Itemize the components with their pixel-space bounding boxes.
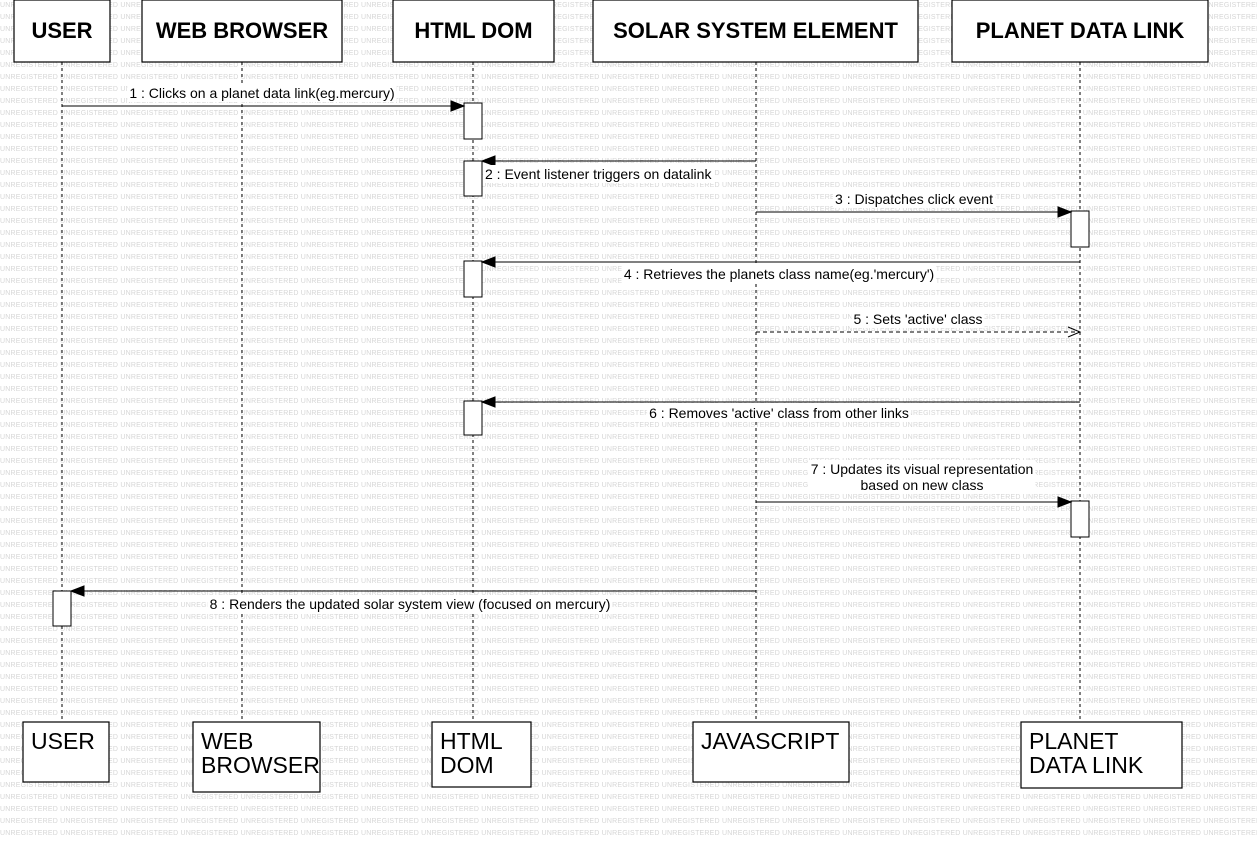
participant-footer-label: USER (31, 728, 95, 754)
message-label-line: based on new class (861, 477, 984, 493)
activation-bar-dom (463, 400, 483, 436)
message-6[interactable]: 6 : Removes 'active' class from other li… (480, 396, 1080, 422)
message-1[interactable]: 1 : Clicks on a planet data link(eg.merc… (62, 84, 466, 112)
arrowhead-filled (480, 256, 496, 268)
message-label-background (621, 265, 937, 283)
message-5[interactable]: 5 : Sets 'active' class (756, 310, 1082, 338)
message-label-line: 6 : Removes 'active' class from other li… (649, 405, 909, 421)
message-label-line: 5 : Sets 'active' class (853, 311, 982, 327)
message-label-line: 8 : Renders the updated solar system vie… (210, 596, 611, 612)
arrowhead-filled (1057, 496, 1073, 508)
messages: 1 : Clicks on a planet data link(eg.merc… (62, 84, 1082, 613)
participant-footer-user[interactable]: USER (22, 721, 110, 783)
message-label: 3 : Dispatches click event (833, 190, 996, 208)
participant-footer-label: HTML (440, 728, 503, 754)
activation-bar-link (1070, 500, 1090, 538)
participant-header-js[interactable]: SOLAR SYSTEM ELEMENT (592, 0, 919, 63)
message-2[interactable]: 2 : Event listener triggers on datalink (480, 155, 756, 183)
participant-headers: USER WEB BROWSER HTML DOM SOLAR SYSTEM ELEM… (13, 0, 1209, 63)
activation-bar-dom (463, 160, 483, 197)
activation-bar-dom (463, 102, 483, 140)
message-3[interactable]: 3 : Dispatches click event (756, 190, 1073, 218)
arrowhead-filled (69, 585, 85, 597)
activation-bar-user (52, 590, 72, 627)
message-label: 7 : Updates its visual representationbas… (808, 460, 1036, 494)
message-label: 4 : Retrieves the planets class name(eg.… (621, 265, 937, 283)
arrowhead-filled (1057, 206, 1073, 218)
message-8[interactable]: 8 : Renders the updated solar system vie… (69, 585, 756, 613)
participant-footer-label: JAVASCRIPT (701, 728, 839, 754)
message-label-background (483, 165, 715, 183)
participant-footer-label: DATA LINK (1029, 752, 1144, 778)
participant-footer-label: PLANET (1029, 728, 1118, 754)
arrowhead-open (1067, 326, 1082, 338)
message-label-line: 4 : Retrieves the planets class name(eg.… (624, 266, 934, 282)
arrowhead-filled (480, 396, 496, 408)
participant-header-link[interactable]: PLANET DATA LINK (951, 0, 1209, 63)
message-label-background (833, 190, 996, 208)
participant-footer-label: DOM (440, 752, 494, 778)
participant-footer-box (431, 721, 532, 788)
participant-title: SOLAR SYSTEM ELEMENT (613, 18, 898, 43)
message-label: 5 : Sets 'active' class (851, 310, 985, 328)
participant-footer-label: WEB (201, 728, 253, 754)
message-label: 6 : Removes 'active' class from other li… (647, 404, 911, 422)
message-label-line: 2 : Event listener triggers on datalink (485, 166, 712, 182)
message-label-line: 1 : Clicks on a planet data link(eg.merc… (129, 85, 394, 101)
activation-bar-link (1070, 210, 1090, 248)
participant-footer-box (692, 721, 850, 783)
message-label: 8 : Renders the updated solar system vie… (207, 595, 613, 613)
participant-header-browser[interactable]: WEB BROWSER (141, 0, 343, 63)
participant-footer-js[interactable]: JAVASCRIPT (692, 721, 850, 783)
participant-header-box (13, 0, 111, 63)
arrowhead-filled (450, 100, 466, 112)
message-label-background (127, 84, 397, 102)
participant-header-box (141, 0, 343, 63)
participant-header-dom[interactable]: HTML DOM (392, 0, 555, 63)
message-label-line: 3 : Dispatches click event (835, 191, 993, 207)
participant-header-box (392, 0, 555, 63)
message-4[interactable]: 4 : Retrieves the planets class name(eg.… (480, 256, 1080, 283)
participant-footer-label: BROWSER (201, 752, 320, 778)
message-label: 2 : Event listener triggers on datalink (483, 165, 715, 183)
message-label-background (207, 595, 613, 613)
participant-header-user[interactable]: USER (13, 0, 111, 63)
participant-header-box (592, 0, 919, 63)
arrowhead-filled (480, 155, 496, 167)
message-label-line: 7 : Updates its visual representation (811, 461, 1034, 477)
participant-title: USER (31, 18, 92, 43)
participant-footer-box (22, 721, 110, 783)
activation-bars (52, 102, 1090, 627)
message-7[interactable]: 7 : Updates its visual representationbas… (756, 460, 1073, 508)
participant-footer-box (192, 721, 321, 793)
participant-title: WEB BROWSER (156, 18, 328, 43)
participant-title: PLANET DATA LINK (976, 18, 1185, 43)
participant-title: HTML DOM (414, 18, 532, 43)
message-label: 1 : Clicks on a planet data link(eg.merc… (127, 84, 397, 102)
activation-bar-dom (463, 260, 483, 298)
message-label-background (647, 404, 911, 422)
participant-footer-box (1020, 721, 1183, 789)
message-label-background (808, 460, 1036, 494)
message-label-background (851, 310, 985, 328)
participant-header-box (951, 0, 1209, 63)
